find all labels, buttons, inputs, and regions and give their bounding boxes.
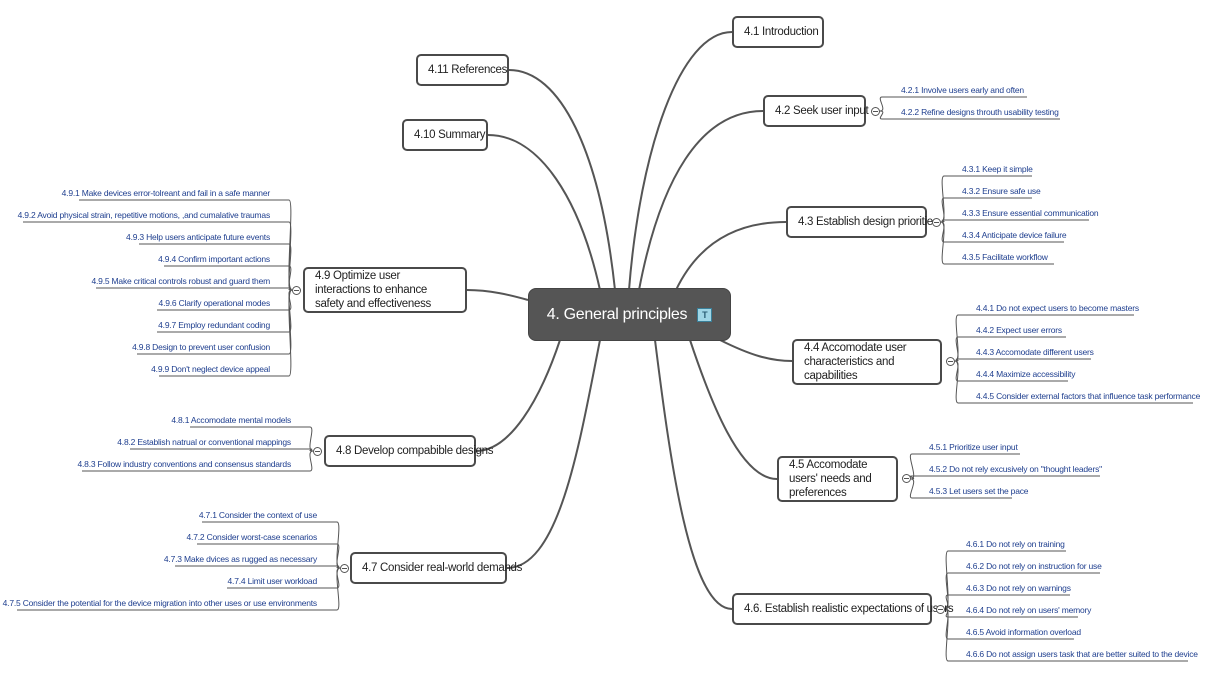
subtopic-4-9-9[interactable]: 4.9.9 Don't neglect device appeal [151, 364, 270, 374]
edge-4-8 [475, 339, 561, 452]
subtopic-4-9-2[interactable]: 4.9.2 Avoid physical strain, repetitive … [17, 210, 271, 220]
subtopic-4-9-8[interactable]: 4.9.8 Design to prevent user confusion [132, 342, 270, 352]
topic-4-8-compatible-designs[interactable]: 4.8 Develop compabible designs [324, 435, 494, 467]
subtopic-4-2-1[interactable]: 4.2.1 Involve users early and often [901, 85, 1024, 95]
edge-4-2 [638, 110, 764, 291]
edge-4-6 [654, 339, 733, 610]
topic-label: 4.9 Optimize user interactions to enhanc… [315, 270, 431, 310]
collapse-toggle-4-7[interactable] [340, 564, 349, 573]
subtopic-4-9-3[interactable]: 4.9.3 Help users anticipate future event… [126, 232, 270, 242]
subtopic-4-3-4[interactable]: 4.3.4 Anticipate device failure [962, 230, 1067, 240]
collapse-toggle-4-2[interactable] [871, 107, 880, 116]
topic-4-9-optimize-interactions[interactable]: 4.9 Optimize user interactions to enhanc… [303, 267, 467, 313]
subtopic-4-5-1[interactable]: 4.5.1 Prioritize user input [929, 442, 1018, 452]
collapse-toggle-4-4[interactable] [946, 357, 955, 366]
subtopic-4-9-1[interactable]: 4.9.1 Make devices error-tolreant and fa… [61, 188, 271, 198]
topic-4-6-realistic-expectations[interactable]: 4.6. Establish realistic expectations of… [732, 593, 954, 625]
subtopic-4-7-5[interactable]: 4.7.5 Consider the potential for the dev… [2, 598, 318, 608]
edge-4-5 [689, 339, 778, 480]
subtopic-4-8-3[interactable]: 4.8.3 Follow industry conventions and co… [77, 459, 291, 469]
edge-4-3 [675, 221, 787, 291]
subtopic-4-5-2[interactable]: 4.5.2 Do not rely excusively on "thought… [929, 464, 1102, 474]
subtopic-4-4-5[interactable]: 4.4.5 Consider external factors that inf… [976, 391, 1201, 401]
subtopic-4-6-1[interactable]: 4.6.1 Do not rely on training [966, 539, 1065, 549]
topic-4-3-design-priorities[interactable]: 4.3 Establish design priorities [786, 206, 939, 238]
collapse-toggle-4-5[interactable] [902, 474, 911, 483]
topic-label: 4.5 Accomodate users' needs and preferen… [789, 459, 872, 499]
topic-label: 4.8 Develop compabible designs [336, 445, 494, 457]
subtopic-4-3-1[interactable]: 4.3.1 Keep it simple [962, 164, 1033, 174]
topic-label: 4.10 Summary [414, 129, 486, 141]
subtopic-4-3-2[interactable]: 4.3.2 Ensure safe use [962, 186, 1041, 196]
subtopic-4-5-3[interactable]: 4.5.3 Let users set the pace [929, 486, 1029, 496]
subtopic-4-8-2[interactable]: 4.8.2 Establish natrual or conventional … [117, 437, 291, 447]
edge-4-11 [508, 69, 616, 291]
subtopic-4-6-5[interactable]: 4.6.5 Avoid information overload [966, 627, 1081, 637]
topic-label: 4.2 Seek user input [775, 105, 869, 117]
collapse-toggle-4-8[interactable] [313, 447, 322, 456]
edge-4-7-3 [175, 565, 341, 569]
topic-label: 4.3 Establish design priorities [798, 216, 939, 228]
subtopic-4-4-1[interactable]: 4.4.1 Do not expect users to become mast… [976, 303, 1139, 313]
subtopic-4-9-6[interactable]: 4.9.6 Clarify operational modes [158, 298, 271, 308]
topic-4-1-introduction[interactable]: 4.1 Introduction [732, 16, 824, 48]
topic-label: 4.6. Establish realistic expectations of… [744, 603, 954, 615]
subtopic-4-2-2[interactable]: 4.2.2 Refine designs throuth usability t… [901, 107, 1059, 117]
collapse-toggle-4-9[interactable] [292, 286, 301, 295]
subtopic-4-9-7[interactable]: 4.9.7 Employ redundant coding [158, 320, 270, 330]
subtopic-4-7-2[interactable]: 4.7.2 Consider worst-case scenarios [186, 532, 318, 542]
subtopic-4-6-4[interactable]: 4.6.4 Do not rely on users' memory [966, 605, 1092, 615]
edge-4-4-3 [954, 358, 1091, 362]
subtopic-4-6-3[interactable]: 4.6.3 Do not rely on warnings [966, 583, 1071, 593]
edge-4-9 [466, 289, 529, 301]
edge-4-7 [506, 339, 601, 569]
edge-4-4 [719, 339, 793, 362]
topic-4-4-user-characteristics[interactable]: 4.4 Accomodate user characteristics and … [792, 339, 942, 385]
topic-4-10-summary[interactable]: 4.10 Summary [402, 119, 488, 151]
subtopic-4-4-4[interactable]: 4.4.4 Maximize accessibility [976, 369, 1076, 379]
subtopic-4-9-4[interactable]: 4.9.4 Confirm important actions [158, 254, 270, 264]
edge-4-5-2 [909, 475, 1100, 480]
subtopic-4-8-1[interactable]: 4.8.1 Accomodate mental models [171, 415, 291, 425]
subtopic-4-3-5[interactable]: 4.3.5 Facilitate workflow [962, 252, 1048, 262]
subtopic-4-7-4[interactable]: 4.7.4 Limit user workload [227, 576, 318, 586]
subtopic-4-4-2[interactable]: 4.4.2 Expect user errors [976, 325, 1062, 335]
central-topic-label: 4. General principles [546, 305, 688, 323]
collapse-toggle-4-3[interactable] [932, 218, 941, 227]
edge-4-1 [628, 31, 733, 291]
topic-label: 4.1 Introduction [744, 26, 819, 38]
subtopic-4-6-2[interactable]: 4.6.2 Do not rely on instruction for use [966, 561, 1102, 571]
topic-4-11-references[interactable]: 4.11 References [416, 54, 509, 86]
subtopic-4-4-3[interactable]: 4.4.3 Accomodate different users [976, 347, 1094, 357]
edge-4-9-5 [96, 287, 293, 291]
topic-label: 4.11 References [428, 64, 508, 76]
edge-4-8-2 [130, 448, 314, 452]
note-icon[interactable]: T [697, 307, 713, 322]
topic-4-7-real-world-demands[interactable]: 4.7 Consider real-world demands [350, 552, 522, 584]
topic-4-5-users-needs[interactable]: 4.5 Accomodate users' needs and preferen… [777, 456, 898, 502]
edge-4-3-3 [940, 219, 1089, 223]
subtopic-4-7-3[interactable]: 4.7.3 Make dvices as rugged as necessary [163, 554, 317, 564]
collapse-toggle-4-6[interactable] [936, 605, 945, 614]
topic-label: 4.7 Consider real-world demands [362, 562, 523, 574]
subtopic-4-6-6[interactable]: 4.6.6 Do not assign users task that are … [966, 649, 1198, 659]
subtopic-4-3-3[interactable]: 4.3.3 Ensure essential communication [962, 208, 1099, 218]
edge-4-10 [487, 134, 601, 291]
subtopic-4-9-5[interactable]: 4.9.5 Make critical controls robust and … [91, 276, 270, 286]
subtopic-4-7-1[interactable]: 4.7.1 Consider the context of use [198, 510, 317, 520]
topic-label: 4.4 Accomodate user characteristics and … [804, 342, 907, 382]
central-topic[interactable]: 4. General principles T [528, 288, 731, 341]
topic-4-2-seek-user-input[interactable]: 4.2 Seek user input [763, 95, 869, 127]
